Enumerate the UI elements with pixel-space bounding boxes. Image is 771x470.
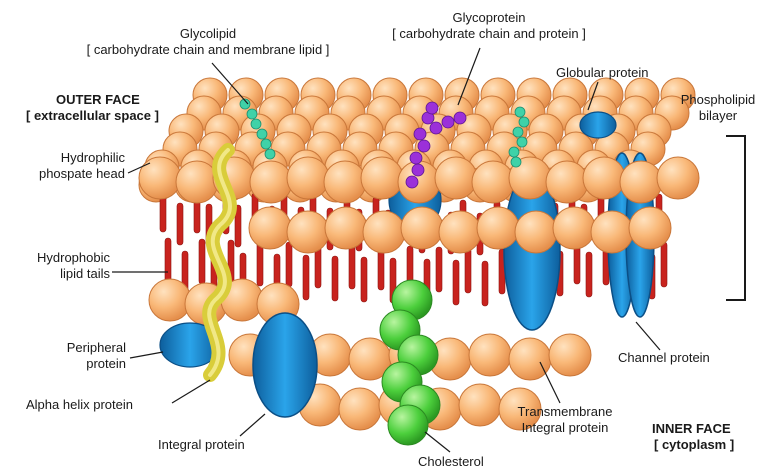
- glycolipid-bead: [265, 149, 275, 159]
- glycoprotein-bead: [454, 112, 466, 124]
- head-front: [139, 157, 181, 199]
- glycoprotein-bead: [426, 102, 438, 114]
- glycolipid-bead: [519, 117, 529, 127]
- head-front: [549, 334, 591, 376]
- glycolipid-bead: [511, 157, 521, 167]
- head-front: [176, 161, 218, 203]
- integral-protein-label: Integral protein: [158, 437, 245, 453]
- head-front: [249, 207, 291, 249]
- glycolipid-bead: [513, 127, 523, 137]
- lipid-tail: [453, 260, 459, 305]
- glycolipid-bead: [261, 139, 271, 149]
- lipid-tail: [482, 261, 488, 306]
- head-front: [515, 211, 557, 253]
- lipid-tail: [199, 239, 205, 284]
- lipid-tail: [661, 242, 667, 287]
- glycolipid-bead: [251, 119, 261, 129]
- integral-protein: [253, 313, 317, 417]
- globular-protein-label: Globular protein: [556, 65, 649, 81]
- head-front: [363, 211, 405, 253]
- head-front: [401, 207, 443, 249]
- head-front: [149, 279, 191, 321]
- head-front: [583, 157, 625, 199]
- head-front: [469, 334, 511, 376]
- bilayer-bracket: [726, 136, 745, 300]
- glycoprotein-bead: [412, 164, 424, 176]
- glycoprotein-bead: [418, 140, 430, 152]
- glycoprotein-bead: [442, 116, 454, 128]
- phospholipid-bilayer-label: Phospholipid bilayer: [668, 92, 768, 124]
- lipid-tail: [436, 247, 442, 292]
- channel-protein-label: Channel protein: [618, 350, 710, 366]
- head-front: [459, 384, 501, 426]
- lipid-tail: [177, 203, 183, 245]
- lipid-tail: [465, 248, 471, 293]
- inner-face-label: INNER FACE [ cytoplasm ]: [652, 421, 734, 453]
- glycoprotein-label: Glycoprotein [ carbohydrate chain and pr…: [364, 10, 614, 42]
- glycoprotein-bead: [414, 128, 426, 140]
- head-front: [339, 388, 381, 430]
- lipid-tail: [165, 238, 171, 283]
- glycoprotein-bead: [410, 152, 422, 164]
- cholesterol-unit: [388, 405, 428, 445]
- head-front: [553, 207, 595, 249]
- glycoprotein-bead: [430, 122, 442, 134]
- glycolipid-bead: [515, 107, 525, 117]
- head-front: [439, 211, 481, 253]
- lipid-tail: [349, 244, 355, 289]
- head-front: [477, 207, 519, 249]
- head-front: [361, 157, 403, 199]
- hydrophobic-tails-label: Hydrophobic lipid tails: [6, 250, 110, 282]
- lipid-tail: [332, 256, 338, 301]
- alpha-helix-protein-label: Alpha helix protein: [26, 397, 133, 413]
- lipid-tail: [286, 242, 292, 287]
- glycolipid-label: Glycolipid [ carbohydrate chain and memb…: [58, 26, 358, 58]
- lipid-tail: [361, 257, 367, 302]
- head-front: [472, 161, 514, 203]
- lipid-tail: [586, 252, 592, 297]
- head-front: [435, 157, 477, 199]
- head-front: [324, 161, 366, 203]
- outer-face-label: OUTER FACE [ extracellular space ]: [26, 92, 159, 124]
- globular-protein: [580, 112, 616, 138]
- head-front: [657, 157, 699, 199]
- transmembrane-protein-label: Transmembrane Integral protein: [500, 404, 630, 436]
- glycoprotein-bead: [406, 176, 418, 188]
- head-front: [620, 161, 662, 203]
- head-front: [591, 211, 633, 253]
- head-front: [546, 161, 588, 203]
- peripheral-protein-label: Peripheral protein: [30, 340, 126, 372]
- head-front: [250, 161, 292, 203]
- head-front: [509, 338, 551, 380]
- head-front: [287, 211, 329, 253]
- cholesterol-label: Cholesterol: [418, 454, 484, 470]
- glycolipid-bead: [247, 109, 257, 119]
- glycolipid-bead: [517, 137, 527, 147]
- glycolipid-bead: [509, 147, 519, 157]
- head-front: [325, 207, 367, 249]
- hydrophilic-head-label: Hydrophilic phospate head: [20, 150, 125, 182]
- glycolipid-bead: [257, 129, 267, 139]
- lipid-tail: [303, 255, 309, 300]
- head-front: [629, 207, 671, 249]
- head-front: [287, 157, 329, 199]
